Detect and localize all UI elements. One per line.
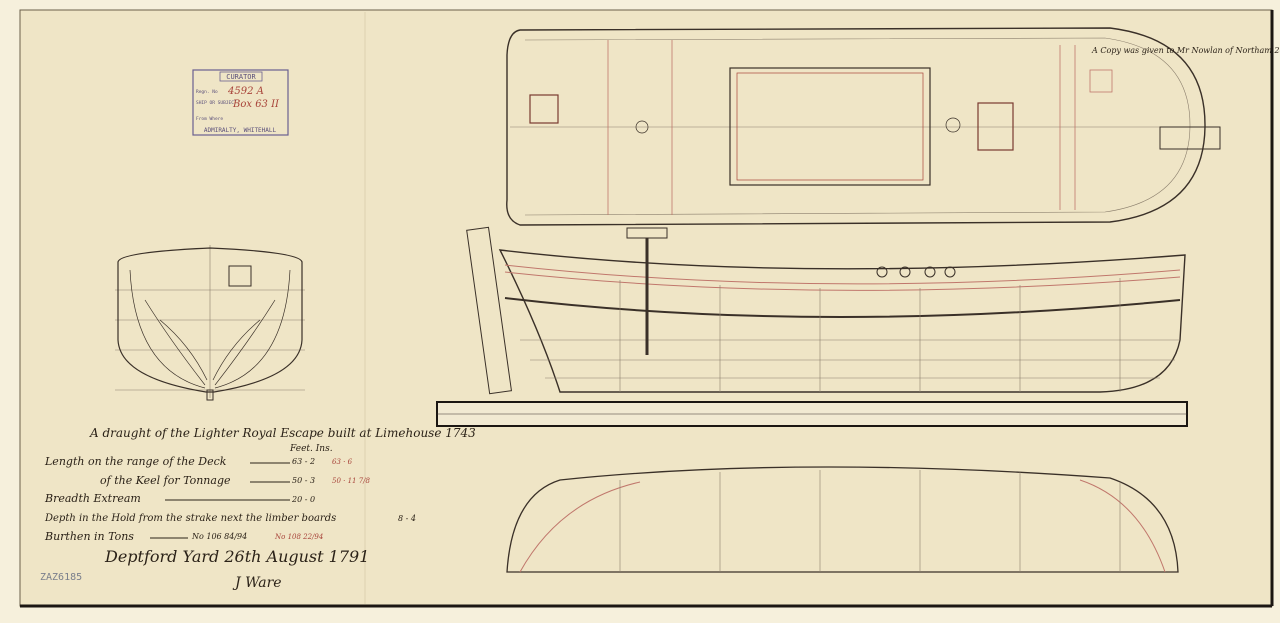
annotation-text: A Copy was given to Mr Nowlan of Northam… (1091, 46, 1280, 55)
stamp-regn-label: Regn. No (196, 89, 218, 95)
stamp-header: CURATOR (226, 73, 256, 81)
dimension-label: Burthen in Tons (44, 530, 134, 543)
dimension-value: 8 - 4 (398, 514, 416, 523)
stamp-footer: ADMIRALTY, WHITEHALL (204, 127, 277, 134)
stamp-ship-value: Box 63 II (232, 99, 280, 110)
draught-title: A draught of the Lighter Royal Escape bu… (89, 426, 476, 440)
dimension-label: of the Keel for Tonnage (100, 474, 231, 487)
curator-stamp: CURATOR Regn. No 4592 A SHIP OR SUBJECT … (192, 69, 289, 136)
archive-number: ZAZ6185 (40, 572, 82, 583)
dimension-value: No 106 84/94 (191, 532, 247, 541)
dimension-value: 20 - 0 (291, 495, 315, 504)
half-breadth-plan-drawing (506, 466, 1179, 573)
dimension-value: 63 - 2 (292, 457, 315, 466)
dimensions-table: A draught of the Lighter Royal Escape bu… (44, 426, 476, 591)
dimension-correction: 63 · 6 (332, 458, 353, 466)
dimension-label: Breadth Extream (44, 492, 141, 505)
scale-bar (436, 401, 1188, 427)
copy-annotation: A Copy was given to Mr Nowlan of Northam… (1091, 46, 1280, 55)
stamp-regn-value: 4592 A (227, 86, 264, 97)
dimension-value: 50 - 3 (292, 476, 315, 485)
dimension-label: Length on the range of the Deck (44, 455, 227, 468)
stamp-from-label: From Where (196, 116, 223, 122)
dimension-correction: No 108 22/94 (274, 533, 323, 541)
dimension-label: Depth in the Hold from the strake next t… (44, 513, 336, 524)
columns-header: Feet. Ins. (289, 444, 333, 454)
deck-plan-drawing (506, 27, 1221, 226)
stamp-ship-label: SHIP OR SUBJECT (196, 100, 237, 106)
place-date: Deptford Yard 26th August 1791 (104, 547, 369, 566)
sheer-profile-drawing (466, 226, 1186, 395)
signature: J Ware (232, 575, 282, 591)
dimension-correction: 50 · 11 7/8 (332, 477, 371, 485)
body-plan-drawing (115, 245, 305, 401)
